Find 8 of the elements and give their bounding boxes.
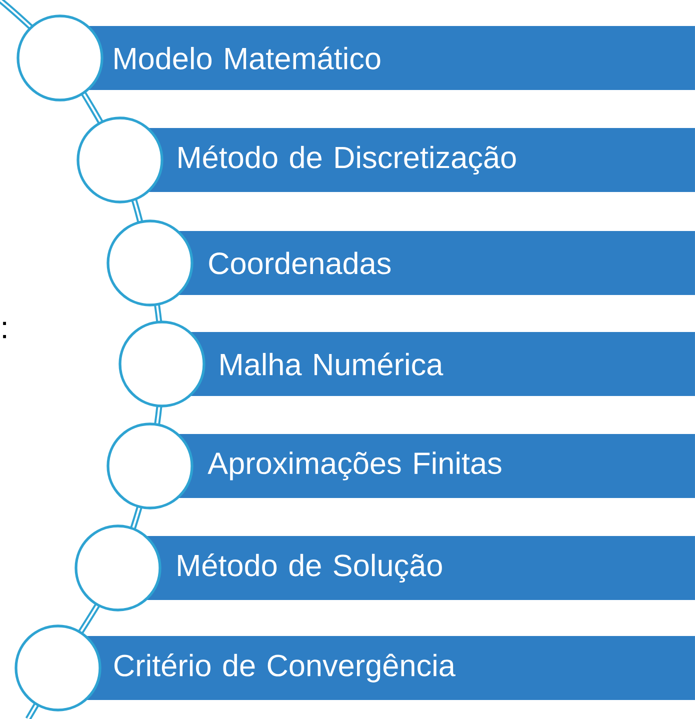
step-bar: Malha Numérica: [118, 320, 695, 408]
step-bar: Método de Discretização: [76, 116, 695, 204]
step-bar: Método de Solução: [74, 524, 695, 612]
step-bar: Aproximações Finitas: [106, 422, 695, 510]
label: :: [3, 322, 6, 338]
step-bar: Coordenadas: [106, 220, 695, 306]
step-bar: Critério de Convergência: [14, 624, 695, 712]
step-bar: Modelo Matemático: [16, 14, 695, 102]
